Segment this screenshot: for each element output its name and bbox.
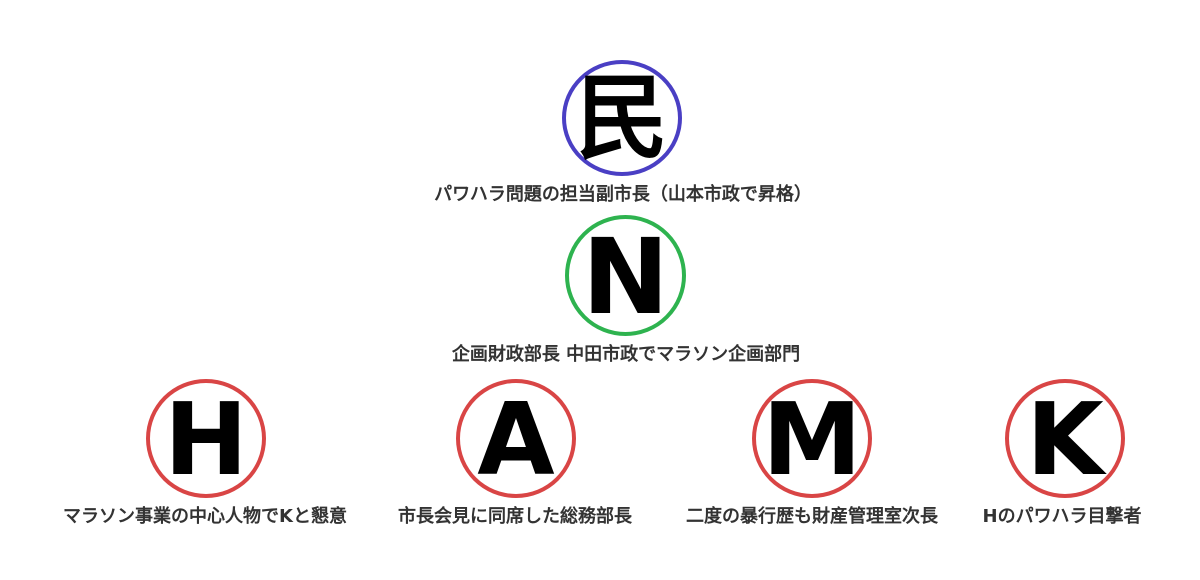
node-k-circle: K: [1005, 379, 1125, 498]
node-m-label: 二度の暴行歴も財産管理室次長: [686, 506, 938, 527]
node-n-circle: N: [565, 215, 686, 336]
node-n-label: 企画財政部長 中田市政でマラソン企画部門: [451, 344, 801, 365]
node-min-glyph: 民: [575, 65, 668, 172]
node-a-circle: A: [456, 379, 576, 498]
node-h-circle: H: [146, 379, 266, 498]
node-min-label: パワハラ問題の担当副市長（山本市政で昇格）: [434, 184, 812, 205]
node-a-label: 市長会見に同席した総務部長: [398, 506, 632, 527]
node-m-circle: M: [752, 379, 872, 498]
node-min-circle: 民: [562, 60, 682, 176]
node-a-glyph: A: [477, 380, 555, 498]
node-m-glyph: M: [762, 380, 862, 498]
node-k-glyph: K: [1026, 380, 1104, 498]
node-h-label: マラソン事業の中心人物でKと懇意: [63, 506, 347, 527]
node-k-label: Hのパワハラ目撃者: [982, 506, 1142, 527]
node-n-glyph: N: [581, 215, 670, 338]
node-h-glyph: H: [164, 380, 248, 498]
